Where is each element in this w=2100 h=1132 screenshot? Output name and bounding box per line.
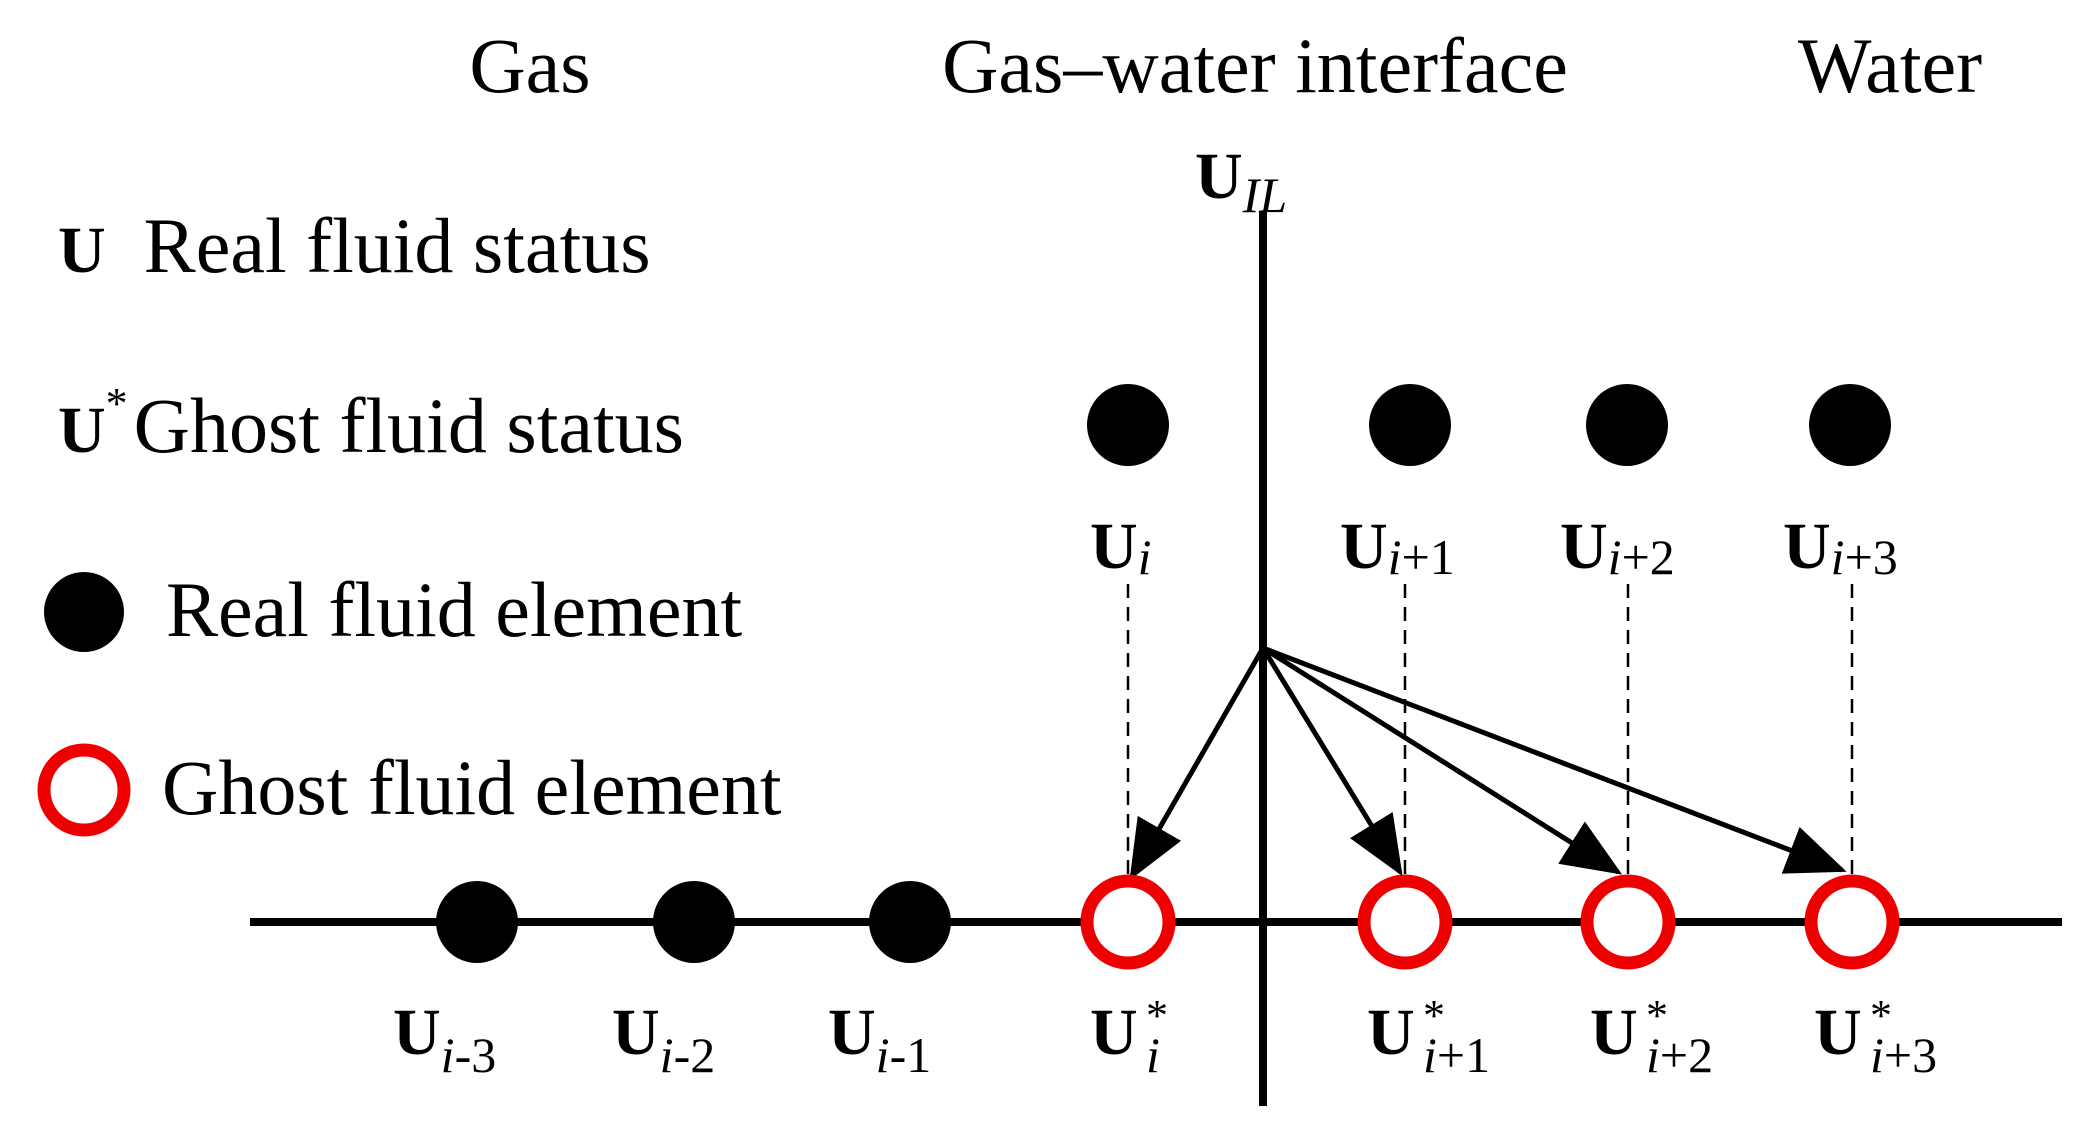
lower-label-i-minus-2-symbol: U [612,996,660,1069]
lower-label-i-minus-1-symbol: U [828,996,876,1069]
legend-ghost-element-text: Ghost fluid element [162,744,782,831]
arrow-to-ghost-i-plus-2 [1261,645,1623,875]
upper-label-i-plus-3: Ui+3 [1783,510,1898,585]
legend-ghost-element-marker [37,743,131,837]
upper-label-i-plus-2-offset: +2 [1622,529,1675,585]
legend-real-element-marker [44,572,124,652]
legend-real-status-symbol: U [58,214,106,287]
lower-label-ghost-i-star: * [1146,991,1168,1040]
legend-ghost-status-text: Ghost fluid status [134,382,684,469]
real-element-i-minus-3 [436,881,518,963]
lower-label-ghost-i-sub: i [1146,1027,1160,1083]
lower-label-ghost-i-plus-2-sub-i: i [1646,1027,1660,1083]
lower-label-ghost-i-plus-3-symbol: U [1814,996,1862,1069]
region-title-water: Water [1798,22,1982,109]
lower-label-i-minus-3: Ui-3 [393,996,496,1083]
lower-label-i-minus-2: Ui-2 [612,996,715,1083]
upper-label-i-plus-2: Ui+2 [1560,510,1675,585]
lower-label-ghost-i-plus-2-sub: i+2 [1646,1027,1713,1083]
upper-label-i-plus-1-symbol: U [1340,510,1388,583]
lower-label-ghost-i-plus-1-sub: i+1 [1423,1027,1490,1083]
ghost-element-i-plus-1 [1357,874,1453,970]
upper-label-i-plus-2-sub: i [1608,529,1622,585]
lower-label-i-minus-3-offset: -3 [455,1027,497,1083]
lower-label-ghost-i: U * i [1090,991,1168,1083]
arrow-to-ghost-i-plus-3 [1262,645,1847,874]
real-element-i-minus-2 [653,881,735,963]
real-element-upper-i-plus-2 [1586,384,1668,466]
real-element-upper-i-plus-1 [1369,384,1451,466]
real-element-upper-i [1087,384,1169,466]
upper-label-i-plus-1-sub: i [1388,529,1402,585]
lower-label-i-minus-1-offset: -1 [890,1027,932,1083]
region-title-gas: Gas [469,22,590,109]
upper-label-i-symbol: U [1090,510,1138,583]
lower-label-i-minus-1: Ui-1 [828,996,931,1083]
lower-label-i-minus-3-sub: i [441,1027,455,1083]
upper-label-i-plus-1: Ui+1 [1340,510,1455,585]
lower-label-i-minus-1-sub: i [876,1027,890,1083]
lower-label-ghost-i-plus-3-sub: i+3 [1870,1027,1937,1083]
ghost-element-i-plus-2 [1580,874,1676,970]
legend-ghost-status-symbol: U [58,394,106,467]
lower-label-ghost-i-plus-3-sub-i: i [1870,1027,1884,1083]
upper-label-i-plus-3-offset: +3 [1845,529,1898,585]
lower-label-ghost-i-plus-1-offset: +1 [1437,1027,1490,1083]
lower-label-ghost-i-plus-1: U * i+1 [1367,991,1490,1083]
lower-label-i-minus-2-sub: i [660,1027,674,1083]
ghost-element-i [1080,874,1176,970]
ghost-element-i-plus-3 [1804,874,1900,970]
legend-real-status: U Real fluid status [58,202,651,289]
upper-label-i-plus-3-symbol: U [1783,510,1831,583]
lower-label-ghost-i-plus-1-star: * [1423,991,1445,1040]
lower-label-ghost-i-plus-3-offset: +3 [1884,1027,1937,1083]
lower-label-ghost-i-symbol: U [1090,996,1138,1069]
lower-label-ghost-i-plus-1-symbol: U [1367,996,1415,1069]
legend-real-status-text: Real fluid status [144,202,651,289]
lower-label-ghost-i-plus-2-star: * [1646,991,1668,1040]
interface-state-symbol: U [1195,140,1243,213]
real-element-upper-i-plus-3 [1809,384,1891,466]
legend-ghost-status-star: * [106,379,128,428]
lower-label-ghost-i-plus-2-symbol: U [1590,996,1638,1069]
arrow-to-ghost-i-plus-1 [1260,646,1403,877]
lower-label-ghost-i-plus-3: U * i+3 [1814,991,1937,1083]
lower-label-ghost-i-plus-1-sub-i: i [1423,1027,1437,1083]
region-title-interface: Gas–water interface [942,22,1568,109]
upper-label-i: Ui [1090,510,1152,585]
real-element-i-minus-1 [869,881,951,963]
legend-real-element-text: Real fluid element [166,566,742,653]
lower-label-ghost-i-plus-3-star: * [1870,991,1892,1040]
lower-label-i-minus-3-symbol: U [393,996,441,1069]
upper-label-i-plus-3-sub: i [1831,529,1845,585]
lower-label-ghost-i-plus-2: U * i+2 [1590,991,1713,1083]
upper-label-i-sub: i [1138,529,1152,585]
legend-ghost-status: U*Ghost fluid status [58,379,684,469]
interface-state-label: UIL [1195,140,1287,223]
upper-label-i-plus-2-symbol: U [1560,510,1608,583]
lower-label-ghost-i-plus-2-offset: +2 [1660,1027,1713,1083]
lower-label-i-minus-2-offset: -2 [674,1027,716,1083]
upper-label-i-plus-1-offset: +1 [1402,529,1455,585]
arrow-to-ghost-i [1129,646,1266,881]
